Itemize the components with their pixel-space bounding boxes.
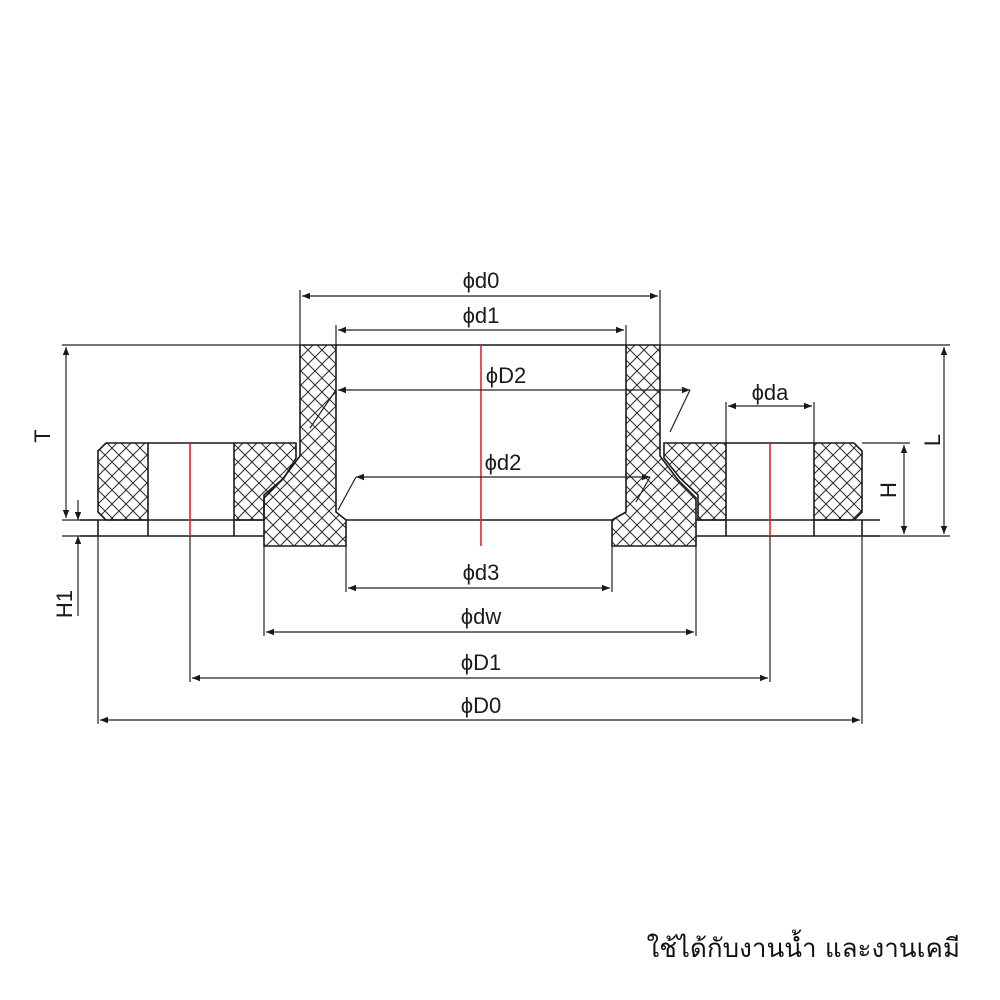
- label-H1: H1: [52, 590, 77, 618]
- label-da: ϕda: [752, 380, 790, 405]
- label-D2: ϕD2: [486, 363, 526, 388]
- label-d2: ϕd2: [485, 450, 522, 475]
- stub-end-left: [263, 344, 347, 547]
- label-d1: ϕd1: [463, 303, 500, 328]
- flange-section: [80, 344, 880, 547]
- label-dw: ϕdw: [461, 604, 502, 629]
- usage-caption: ใช้ได้กับงานน้ำ และงานเคมี: [646, 934, 960, 964]
- stub-end-right: [611, 344, 697, 547]
- label-d0: ϕd0: [463, 268, 500, 293]
- dimension-lines: [62, 292, 948, 724]
- ring-right-outer: [813, 442, 863, 521]
- label-L: L: [920, 434, 945, 446]
- center-lines: [189, 345, 771, 546]
- label-d3: ϕd3: [463, 560, 500, 585]
- label-D1: ϕD1: [461, 650, 501, 675]
- ring-right-inner: [663, 442, 727, 521]
- ring-left-outer: [97, 442, 149, 521]
- label-D0: ϕD0: [461, 693, 501, 718]
- extension-lines: [62, 290, 950, 724]
- label-H: H: [876, 482, 901, 498]
- label-T: T: [30, 429, 55, 442]
- dimension-labels: ϕd0 ϕd1 ϕD2 ϕd2 ϕda ϕd3 ϕdw ϕD1 ϕD0 T L …: [30, 268, 945, 718]
